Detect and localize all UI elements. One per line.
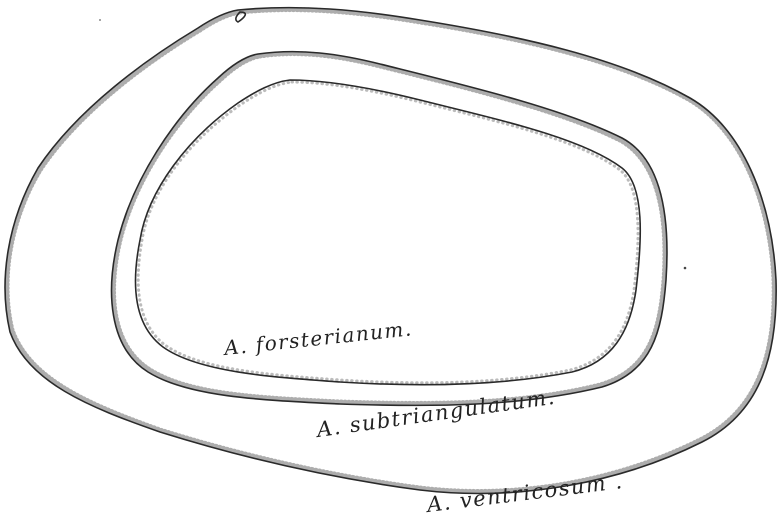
outline-subtriangulatum	[112, 52, 667, 406]
label-forsterianum: A. forsterianum.	[221, 316, 414, 360]
label-subtriangulatum: A. subtriangulatum.	[313, 385, 557, 443]
label-ventricosum: A. ventricosum .	[424, 469, 625, 517]
specks	[99, 19, 686, 269]
